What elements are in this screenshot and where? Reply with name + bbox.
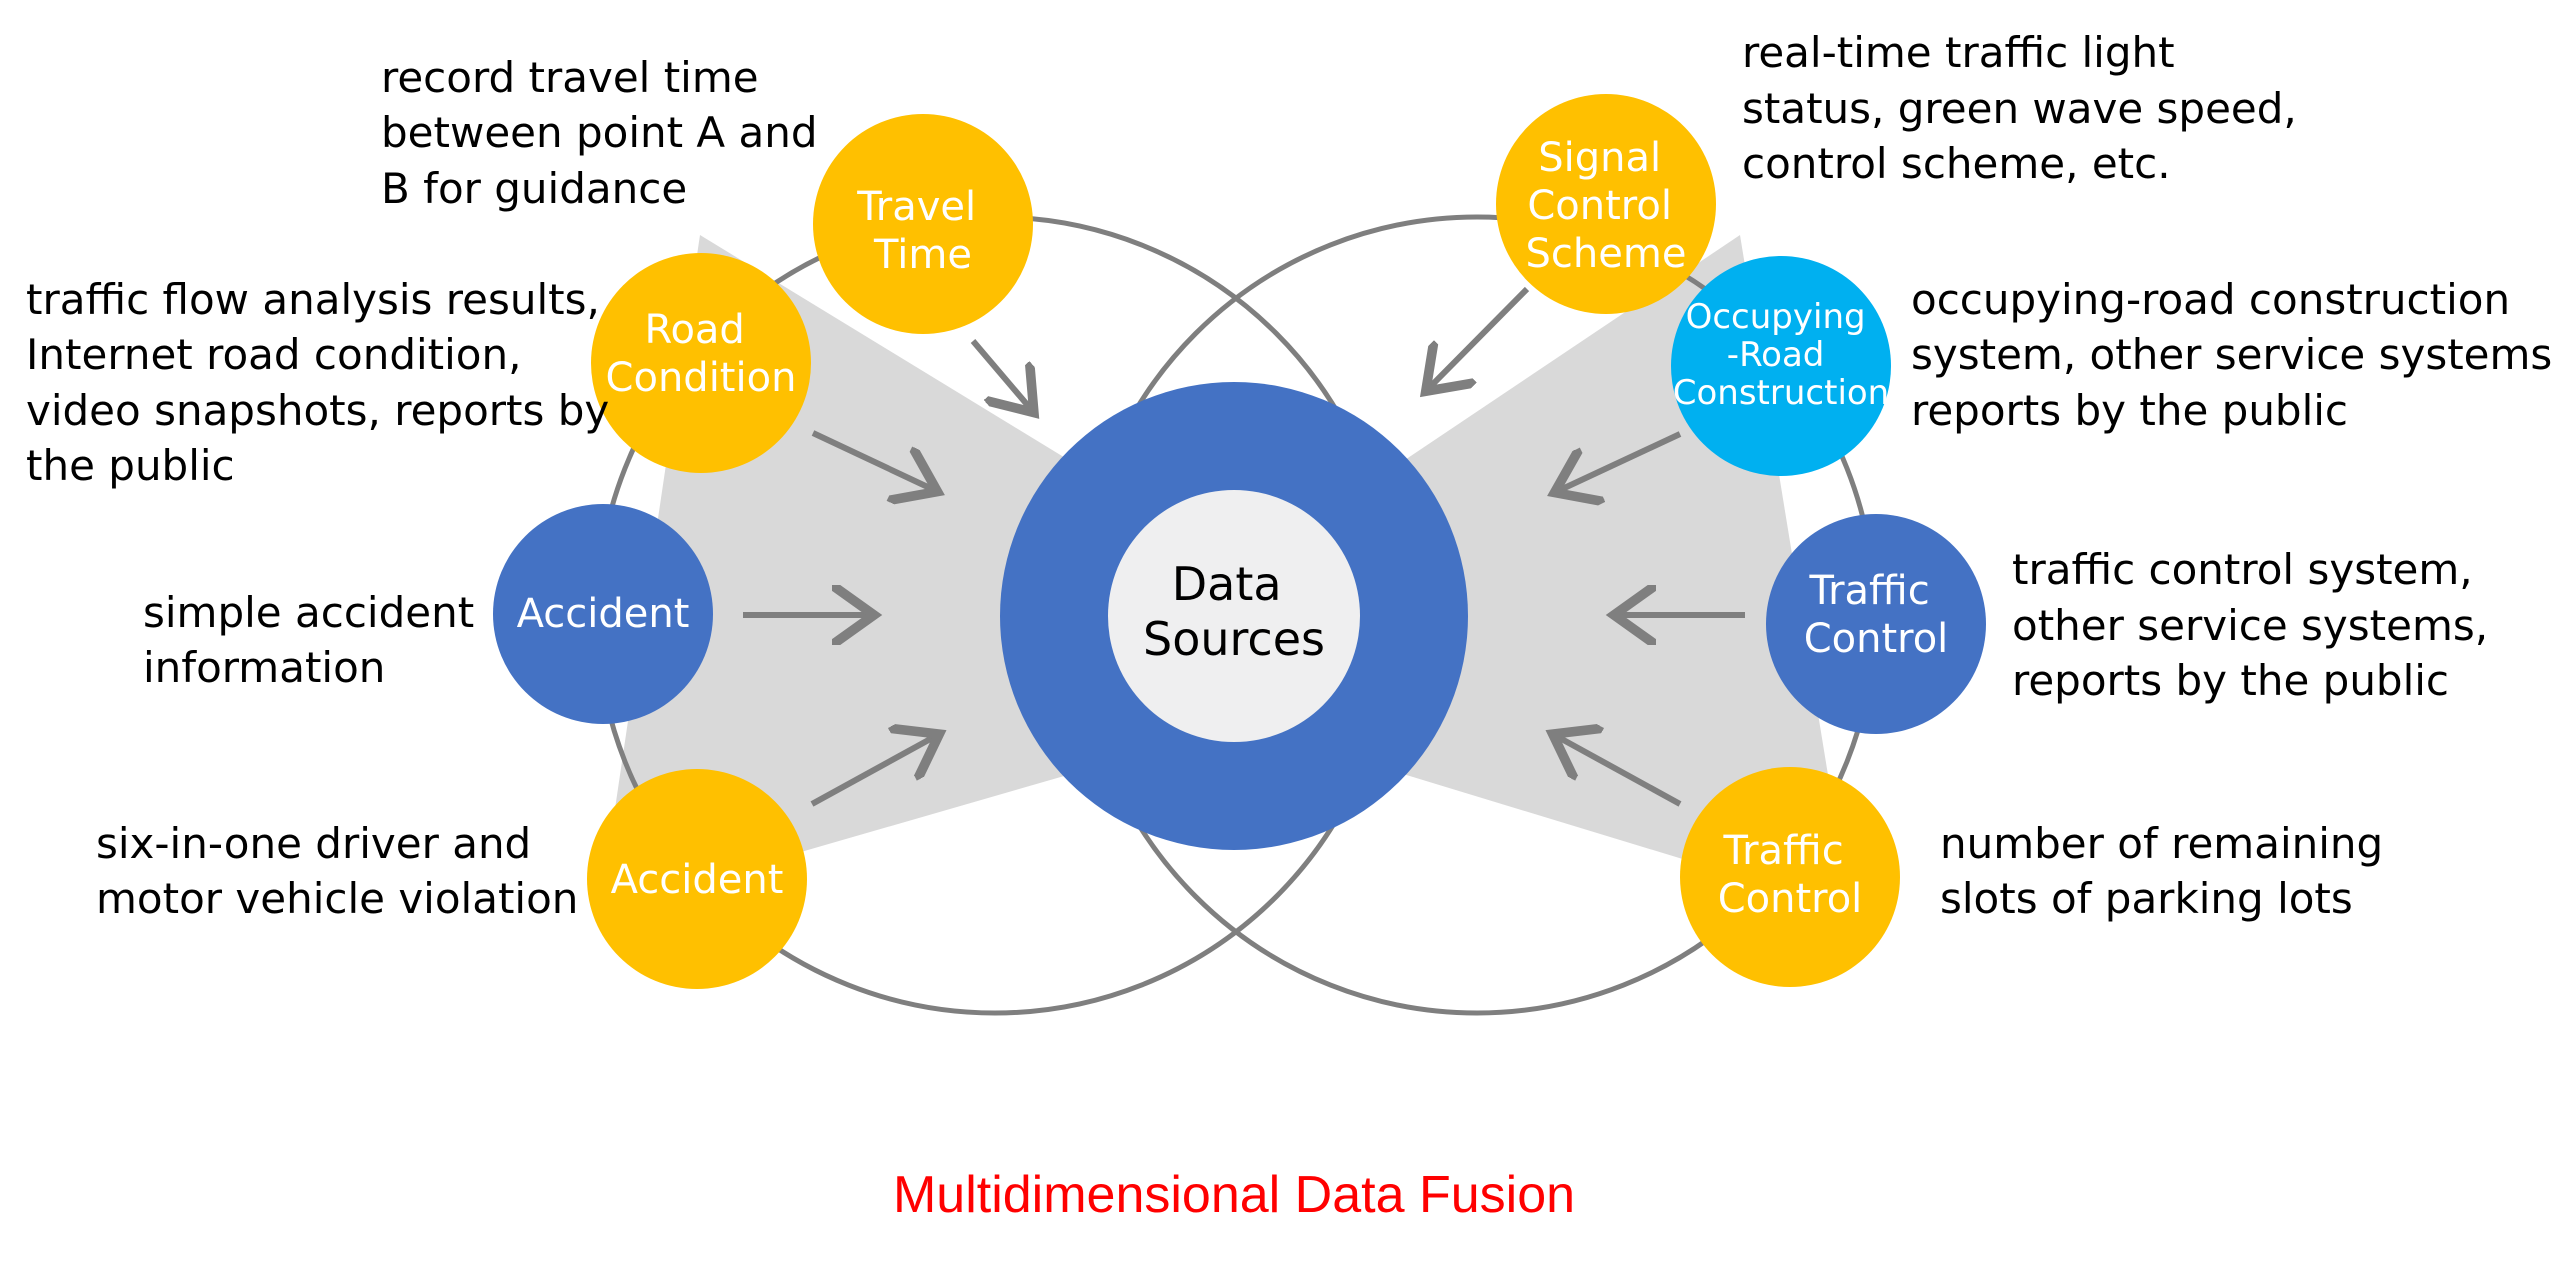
node-travel-time-label: Travel Time (856, 184, 989, 278)
node-traffic-control-blue-label: Traffic Control (1804, 568, 1949, 662)
desc-traffic-control-blue: traffic control system, other service sy… (2012, 545, 2501, 705)
node-signal-control-scheme-label: Signal Control Scheme (1526, 135, 1687, 277)
node-signal-control-scheme-circle (1496, 94, 1716, 314)
node-road-condition-circle (591, 253, 811, 473)
center-label: Data Sources (1143, 557, 1325, 666)
node-occupying-road-construction-circle (1671, 256, 1891, 476)
arrow-traffic-control-yellow (1558, 737, 1682, 807)
arrow-road-condition (811, 430, 932, 489)
node-occupying-road-construction: Occupying -Road Construction (1671, 256, 1891, 476)
node-accident-blue: Accident (493, 504, 713, 724)
center-label-line-2: Sources (1143, 612, 1325, 666)
node-traffic-control-yellow: Traffic Control (1680, 767, 1900, 987)
node-road-condition-label: Road Condition (606, 307, 797, 401)
desc-accident-blue: simple accident information (143, 588, 488, 692)
node-signal-control-scheme: Signal Control Scheme (1496, 94, 1716, 314)
desc-road-condition: traffic flow analysis results, Internet … (26, 275, 623, 490)
node-travel-time: Travel Time (813, 114, 1033, 334)
desc-signal-control-scheme: real-time traffic light status, green wa… (1742, 28, 2310, 188)
desc-accident-yellow: six-in-one driver and motor vehicle viol… (96, 819, 578, 923)
arrow-occupying-road (1560, 431, 1682, 490)
node-traffic-control-yellow-label: Traffic Control (1718, 828, 1863, 922)
arrows (743, 286, 1745, 807)
desc-travel-time: record travel time between point A and B… (381, 53, 831, 213)
node-travel-time-circle (813, 114, 1033, 334)
desc-occupying-road-construction: occupying-road construction system, othe… (1911, 275, 2552, 435)
node-accident-blue-label: Accident (517, 591, 690, 637)
arrow-signal-control (1430, 286, 1530, 387)
node-traffic-control-yellow-circle (1680, 767, 1900, 987)
node-accident-blue-circle (493, 504, 713, 724)
arrow-travel-time (970, 339, 1030, 408)
node-road-condition: Road Condition (591, 253, 811, 473)
desc-traffic-control-yellow: number of remaining slots of parking lot… (1940, 819, 2397, 923)
node-accident-yellow-label: Accident (611, 857, 784, 903)
node-traffic-control-blue: Traffic Control (1766, 514, 1986, 734)
node-traffic-control-blue-circle (1766, 514, 1986, 734)
node-accident-yellow-circle (587, 769, 807, 989)
center-label-line-1: Data (1172, 557, 1282, 611)
node-occupying-road-construction-label: Occupying -Road Construction (1673, 297, 1889, 413)
node-accident-yellow: Accident (587, 769, 807, 989)
diagram-title: Multidimensional Data Fusion (893, 1166, 1575, 1224)
center-inner (1108, 490, 1360, 742)
arrow-accident-yellow (810, 737, 934, 807)
